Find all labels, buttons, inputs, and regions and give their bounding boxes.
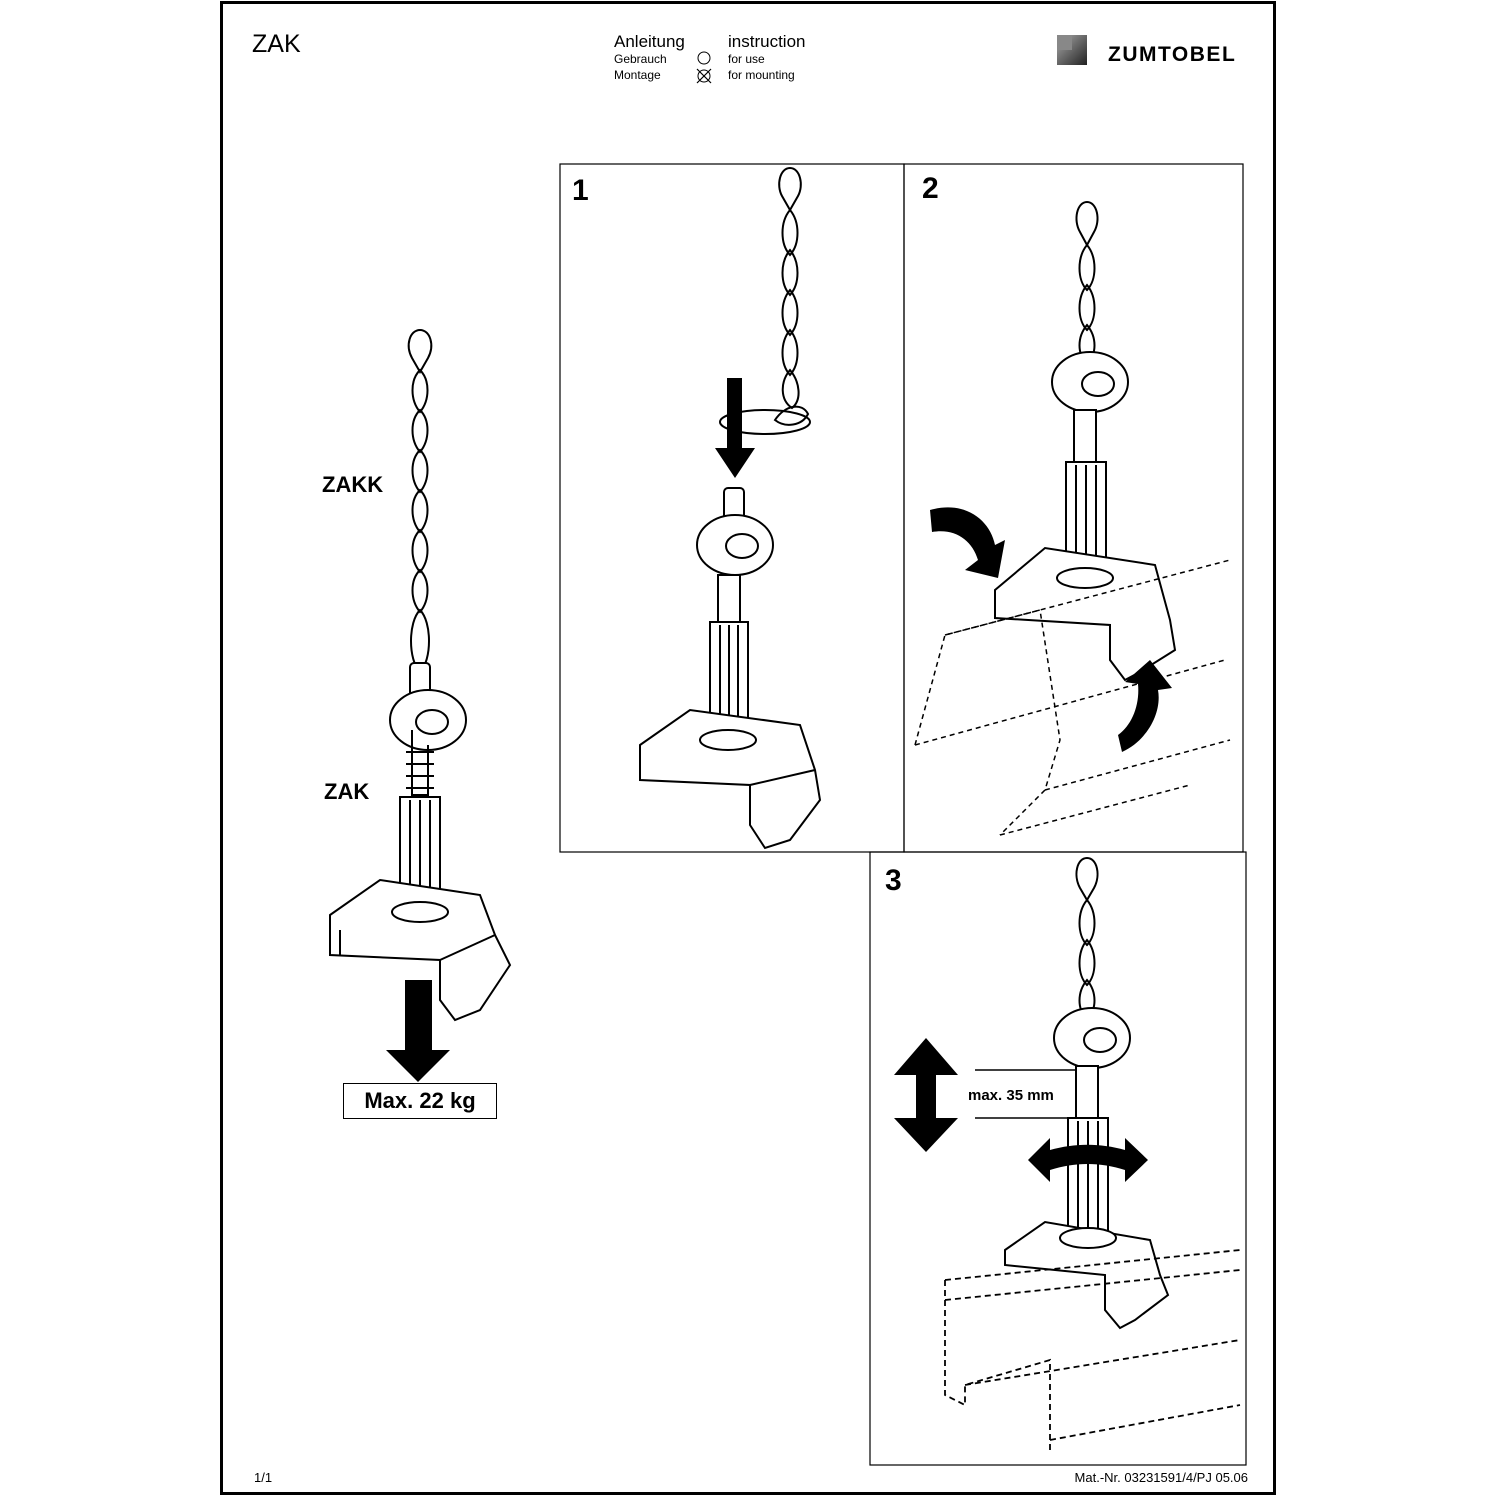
step-1-number: 1 [572, 174, 589, 207]
step-3-hook-icon [1053, 1007, 1131, 1237]
step-2-arrow-curve-down-icon [930, 507, 1005, 578]
max-load-label: Max. 22 kg [343, 1083, 497, 1119]
step-2-hook-icon [1051, 351, 1129, 581]
step-3-chain-icon [1075, 856, 1099, 1020]
hook-label: ZAK [324, 779, 370, 804]
header-de-title: Anleitung [614, 32, 685, 51]
load-arrow-down-icon [386, 980, 450, 1082]
step-3-clamp-icon [1004, 1220, 1170, 1330]
header-en-use: for use [728, 52, 765, 66]
step-1-chain-icon [719, 166, 811, 435]
document-title: ZAK [252, 30, 301, 58]
page-number: 1/1 [254, 1470, 273, 1485]
step-3-vertical-adjust-arrow-icon [894, 1038, 958, 1152]
header-de-use: Gebrauch [614, 52, 667, 66]
step-2-arrow-curve-up-icon [1118, 660, 1172, 752]
use-option-circle-icon [697, 51, 711, 65]
material-number: Mat.-Nr. 03231591/4/PJ 05.06 [1074, 1470, 1248, 1485]
step-3-frame [869, 851, 1247, 1466]
step-3-number: 3 [885, 864, 902, 897]
step-3-adjust-label: max. 35 mm [968, 1087, 1054, 1104]
step-3-rail-dashed-icon [944, 1249, 1241, 1450]
step-1-arrow-down-icon [715, 378, 755, 478]
step-2-chain-icon [1075, 200, 1099, 364]
mount-option-checked-icon [696, 68, 712, 84]
step-2-number: 2 [922, 172, 939, 205]
overview-hook-icon [389, 662, 467, 916]
overview-chain-icon [407, 328, 433, 674]
header-de-mount: Montage [614, 68, 661, 82]
step-1-hook-icon [696, 487, 774, 743]
chain-label: ZAKK [322, 472, 384, 497]
header-en-mount: for mounting [728, 68, 795, 82]
step-1-clamp-icon [639, 708, 822, 850]
step-3-dimension-lines [975, 1069, 1075, 1119]
brand-name: ZUMTOBEL [1108, 43, 1237, 66]
step-2-rail-dashed-icon [914, 559, 1231, 836]
step-3-rotate-arrow-icon [1028, 1138, 1148, 1182]
header-en-title: instruction [728, 32, 806, 51]
overview-clamp-icon [329, 878, 512, 1022]
zumtobel-logo-icon [1057, 35, 1087, 65]
